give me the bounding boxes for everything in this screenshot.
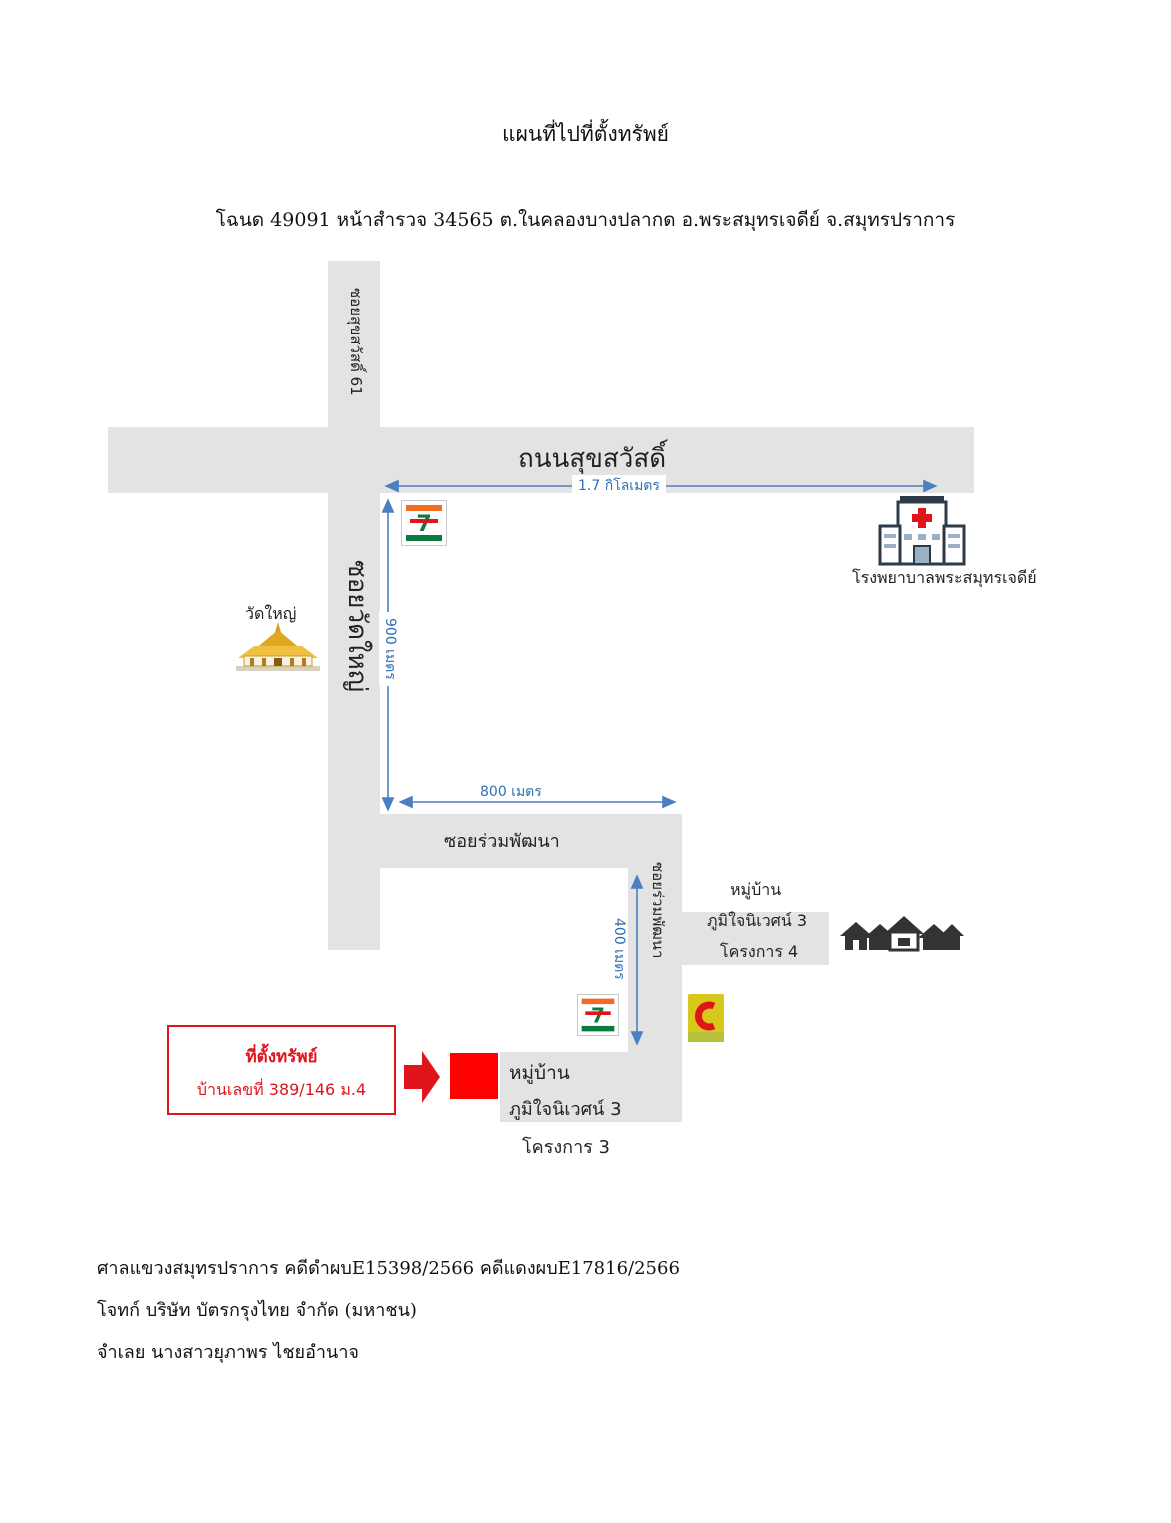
village4-label-line2: ภูมิใจนิเวศน์ 3 [707,911,808,930]
property-marker [450,1053,498,1099]
shop-icon [688,994,724,1042]
temple-label: วัดใหญ่ [245,604,297,623]
deed-info: โฉนด 49091 หน้าสำรวจ 34565 ต.ในคลองบางปล… [215,209,956,231]
arrow-right-icon [404,1051,440,1103]
hospital-label: โรงพยาบาลพระสมุทรเจดีย์ [852,568,1037,587]
road-soi-main [328,490,380,950]
village3-label-line2: ภูมิใจนิเวศน์ 3 [509,1099,622,1120]
houses-icon [840,916,964,954]
hospital-icon [878,494,966,566]
temple-icon [234,622,322,672]
svg-text:7: 7 [416,512,431,537]
defendant-line: จำเลย นางสาวยุภาพร ไชยอำนาจ [97,1342,359,1363]
village4-label-line3: โครงการ 4 [720,942,799,961]
distance-label-main: 1.7 กิโลเมตร [572,475,666,497]
seven-eleven-icon: 7 [401,500,447,546]
page-title: แผนที่ไปที่ตั้งทรัพย์ [502,122,669,146]
road-soi-top [328,261,380,431]
distance-label-soi-right: 400 เมตร [611,918,627,980]
court-case-line: ศาลแขวงสมุทรปราการ คดีดำผบE15398/2566 คด… [97,1258,680,1279]
village3-label-line1: หมู่บ้าน [509,1062,570,1084]
village4-label-line1: หมู่บ้าน [730,880,782,899]
property-label: ที่ตั้งทรัพย์ [245,1047,318,1067]
property-location-box: ที่ตั้งทรัพย์ บ้านเลขที่ 389/146 ม.4 [167,1025,396,1115]
road-label-main: ถนนสุขสวัสดิ์ [518,444,667,474]
seven-eleven-icon: 7 [577,994,619,1036]
road-village4 [680,912,829,965]
svg-text:7: 7 [591,1003,605,1027]
distance-label-soi-main: 900 เมตร [379,612,401,686]
road-soi-cross [328,814,682,868]
road-label-soi-main: ซอยวัดใหญ่ [342,560,372,692]
road-label-soi-top: ซอยสุขสวัสดิ์ 61 [347,288,365,396]
property-address: บ้านเลขที่ 389/146 ม.4 [196,1080,367,1099]
road-label-soi-cross: ซอยร่วมพัฒนา [444,831,560,852]
distance-label-soi-cross: 800 เมตร [480,784,542,800]
plaintiff-line: โจทก์ บริษัท บัตรกรุงไทย จำกัด (มหาชน) [97,1300,417,1321]
road-village3 [500,1052,630,1122]
road-label-soi-right: ซอยร่วมพัฒนา [649,862,667,959]
village3-label-line3: โครงการ 3 [522,1137,611,1158]
